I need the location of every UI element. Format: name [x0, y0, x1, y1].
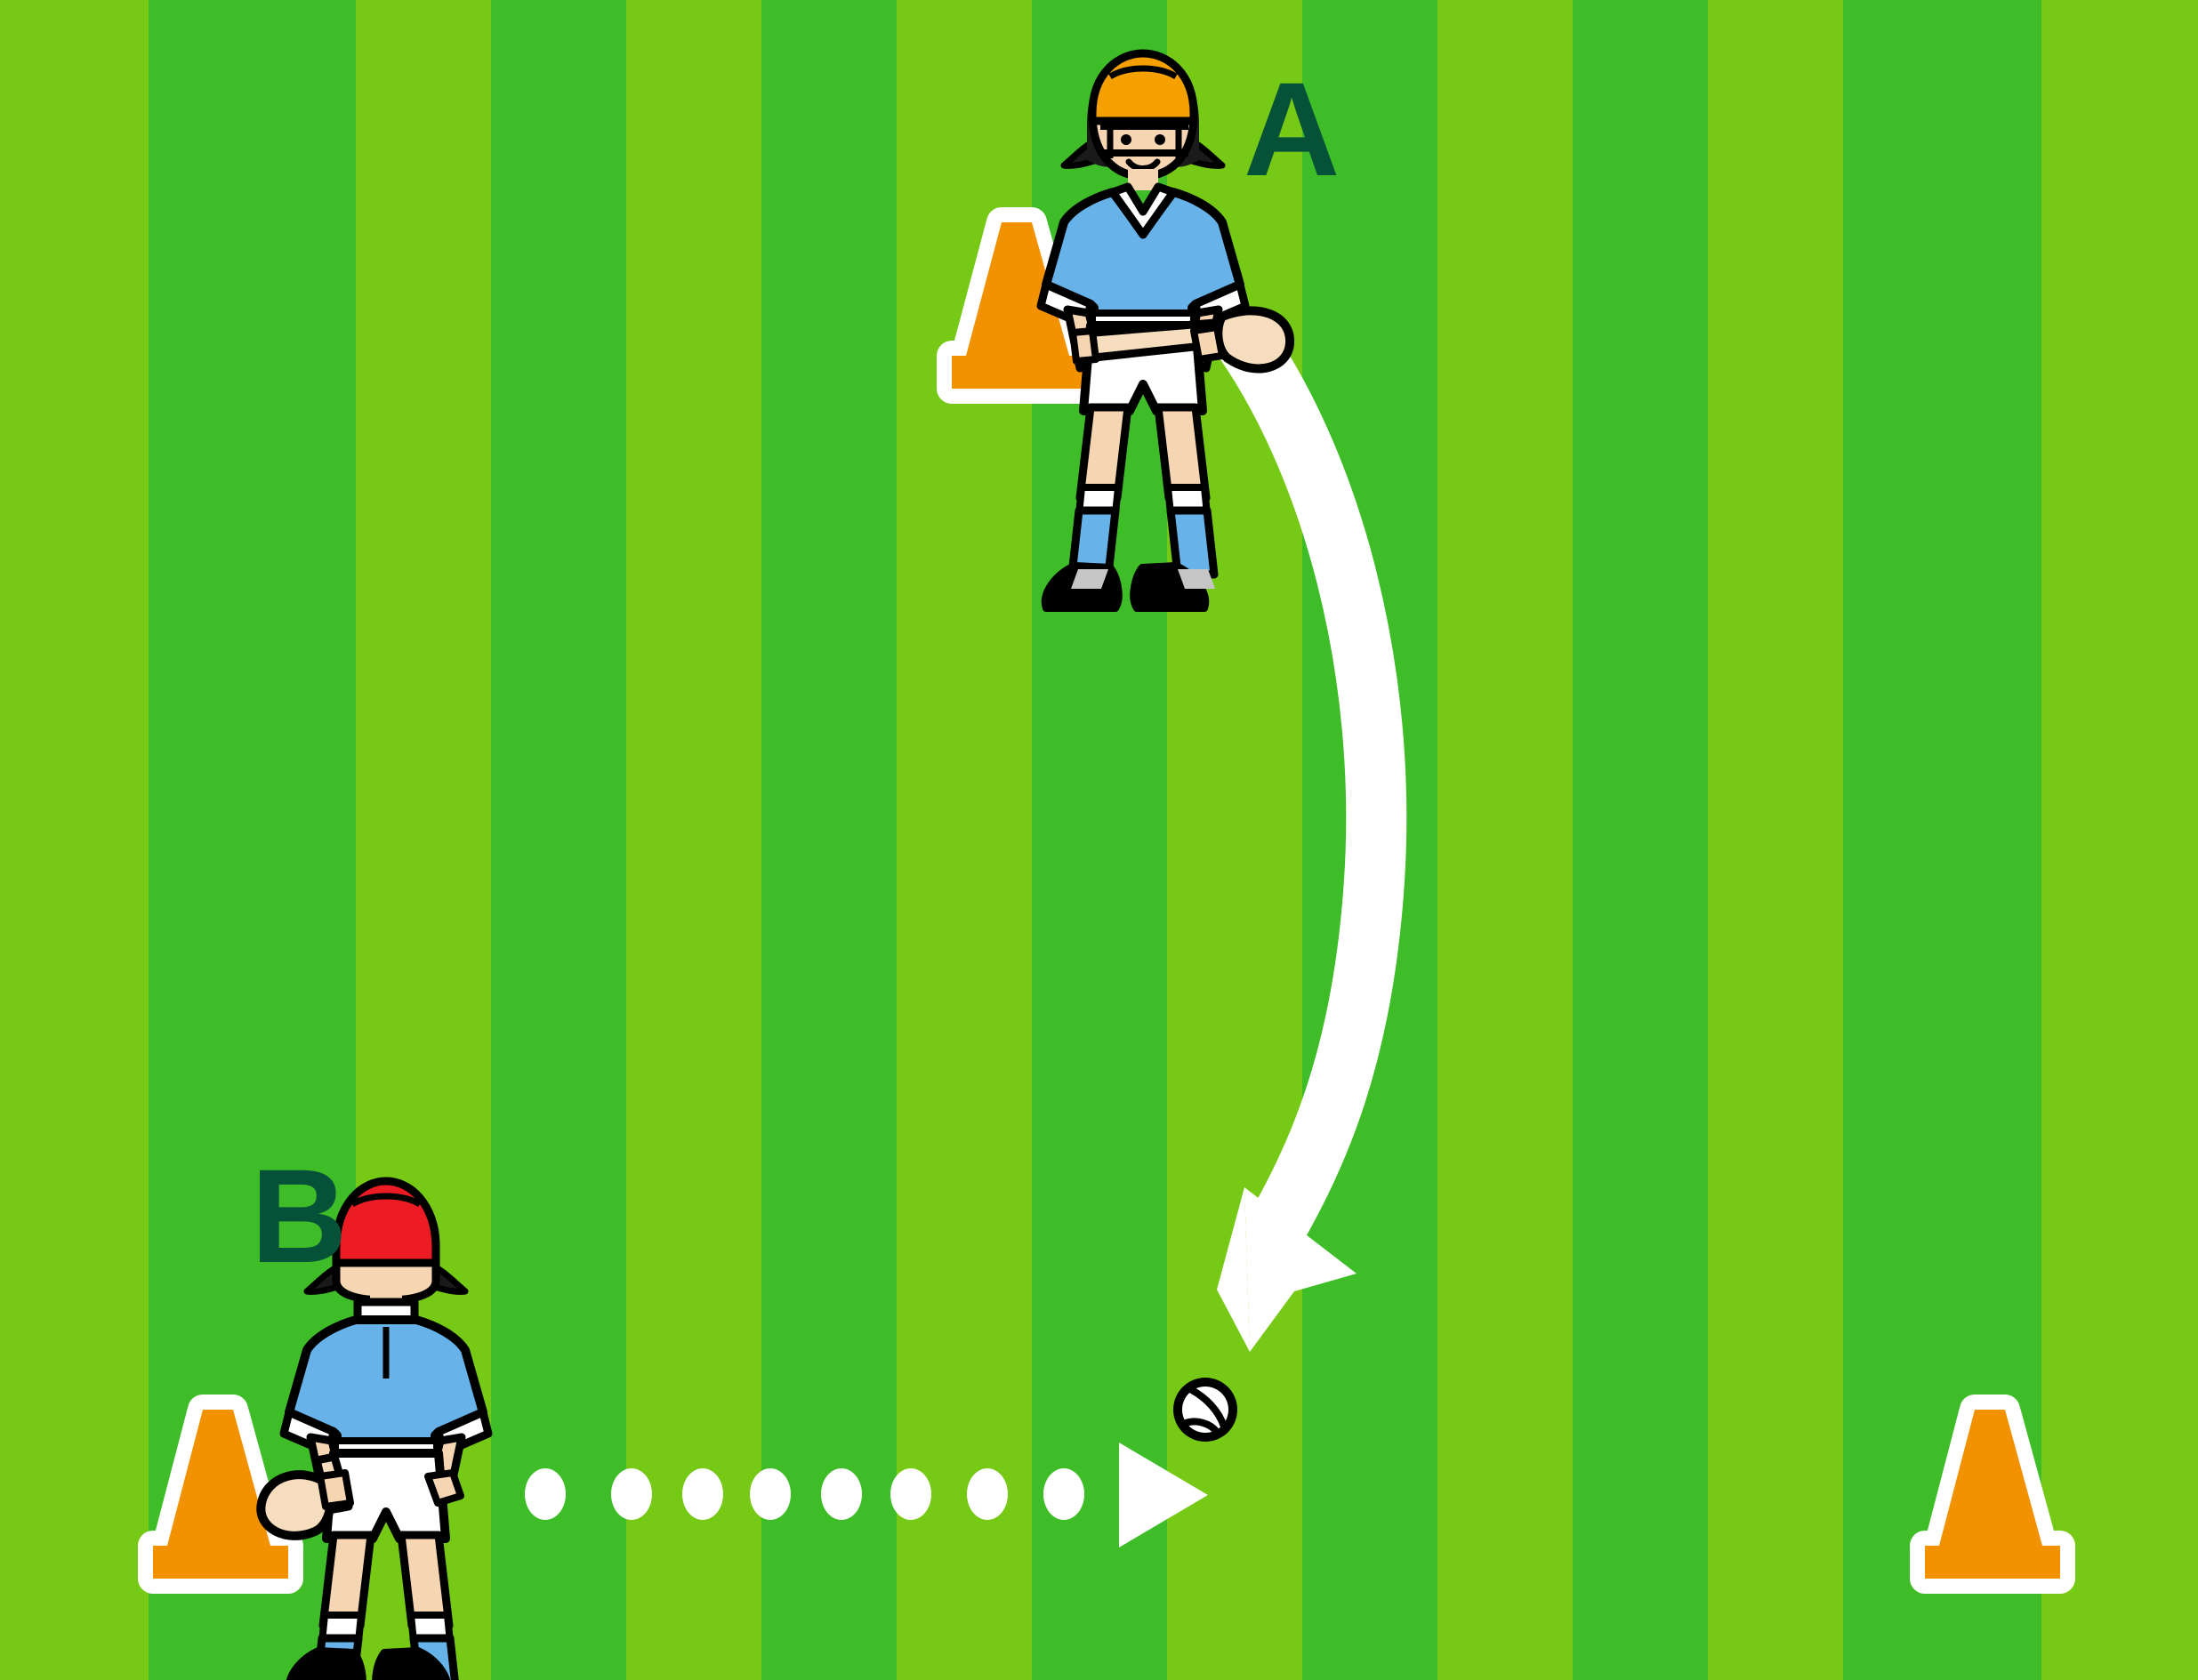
grass-stripe	[1302, 0, 1437, 1680]
grass-stripe	[761, 0, 897, 1680]
grass-stripe	[491, 0, 626, 1680]
player-a-label: A	[1244, 54, 1341, 204]
grass-stripe	[1167, 0, 1302, 1680]
grass-stripe	[2041, 0, 2198, 1680]
grass-stripe	[149, 0, 356, 1680]
grass-stripe	[1573, 0, 1708, 1680]
grass-stripe	[897, 0, 1032, 1680]
grass-stripe	[0, 0, 149, 1680]
grass-stripe	[1843, 0, 2041, 1680]
grass-stripe	[1437, 0, 1573, 1680]
grass-stripe	[1032, 0, 1167, 1680]
grass-stripe	[1708, 0, 1843, 1680]
grass-stripe	[626, 0, 761, 1680]
grass-stripe	[356, 0, 491, 1680]
player-b-label: B	[251, 1141, 348, 1290]
